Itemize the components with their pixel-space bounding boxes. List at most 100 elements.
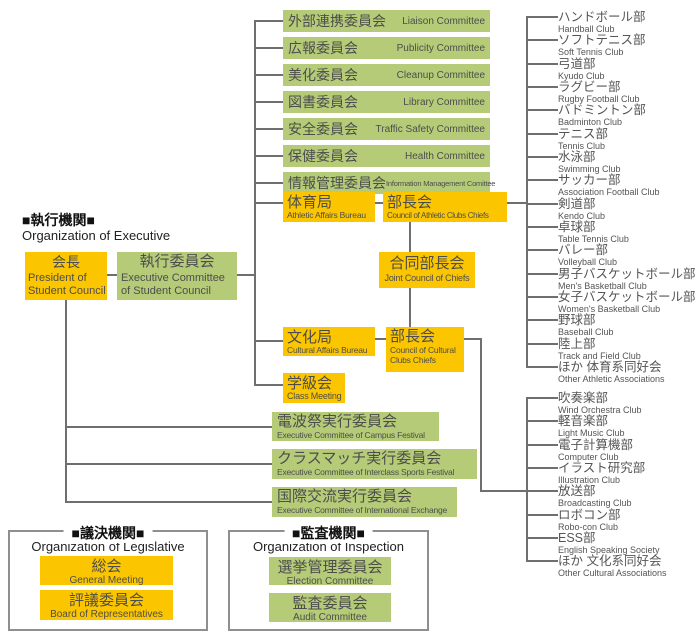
connector — [527, 514, 558, 516]
connector — [527, 179, 558, 181]
club-en: Association Football Club — [558, 187, 660, 197]
committee-jp: 広報委員会 — [288, 40, 358, 56]
committee-en: Library Committee — [403, 96, 485, 108]
club-jp: 陸上部 — [558, 337, 596, 351]
connector — [527, 226, 558, 228]
committee-en: Health Committee — [404, 150, 485, 162]
connector — [527, 109, 558, 111]
connector — [526, 397, 528, 562]
club-jp: ソフトテニス部 — [558, 33, 646, 47]
athletic-bureau-jp: 体育局 — [287, 194, 333, 211]
committee-box: 広報委員会 Publicity Committee — [283, 37, 490, 59]
connector — [255, 74, 283, 76]
joint-chiefs-jp: 合同部長会 — [389, 255, 465, 272]
committee-jp: 外部連携委員会 — [288, 13, 386, 29]
org-box-jp: 評議委員会 — [68, 592, 144, 609]
inspection-section: ■監査機関■ Organization of Inspection 選挙管理委員… — [228, 523, 429, 631]
connector — [527, 490, 558, 492]
festival-committee-en: Executive Committee of International Exc… — [277, 505, 448, 515]
athletic-bureau-box: 体育局 Athletic Affairs Bureau — [283, 192, 375, 222]
committee-box: 図書委員会 Library Committee — [283, 91, 490, 113]
club-jp: 水泳部 — [558, 150, 596, 164]
connector — [237, 274, 255, 276]
executive-title-jp: ■執行機関■ — [22, 212, 95, 228]
club-en: Robo-con Club — [558, 522, 619, 532]
connector — [527, 296, 558, 298]
connector — [107, 274, 117, 276]
club-en: Computer Club — [558, 452, 619, 462]
connector — [375, 338, 386, 340]
connector — [66, 463, 272, 465]
org-box-jp: 選挙管理委員会 — [277, 559, 383, 576]
club-jp: 放送部 — [558, 484, 596, 498]
club-jp: 電子計算機部 — [558, 438, 634, 452]
committee-jp: 図書委員会 — [288, 94, 358, 110]
org-box-en: Board of Representatives — [50, 609, 163, 620]
cultural-bureau-en: Cultural Affairs Bureau — [287, 345, 368, 355]
committee-en: Publicity Committee — [396, 42, 485, 54]
club-jp: 男子バスケットボール部 — [558, 267, 696, 281]
committee-en: Information Management Comittee — [386, 178, 496, 188]
athletic-chiefs-en: Council of Athletic Clubs Chiefs — [387, 211, 489, 220]
inspection-title-jp: ■監査機関■ — [284, 523, 373, 543]
club-jp: バレー部 — [558, 243, 609, 257]
connector — [527, 560, 558, 562]
connector — [255, 47, 283, 49]
connector — [254, 20, 256, 386]
club-jp: ほか 体育系同好会 — [558, 360, 662, 374]
cultural-bureau-jp: 文化局 — [287, 329, 333, 346]
connector — [527, 249, 558, 251]
class-meeting-box: 学級会 Class Meeting — [283, 373, 345, 403]
executive-section-header: ■執行機関■ Organization of Executive — [22, 212, 170, 243]
connector — [464, 338, 481, 340]
connector — [527, 467, 558, 469]
club-en: English Speaking Society — [558, 545, 660, 555]
club-en: Volleyball Club — [558, 257, 618, 267]
executive-title-en: Organization of Executive — [22, 228, 171, 243]
athletic-chiefs-box: 部長会 Council of Athletic Clubs Chiefs — [383, 192, 507, 222]
connector — [480, 490, 556, 492]
club-jp: テニス部 — [558, 127, 609, 141]
executive-committee-jp: 執行委員会 — [139, 253, 215, 270]
club-en: Kyudo Club — [558, 71, 605, 81]
club-en: Swimming Club — [558, 164, 621, 174]
connector — [255, 182, 283, 184]
joint-chiefs-box: 合同部長会 Joint Council of Chiefs — [379, 252, 475, 288]
club-jp: サッカー部 — [558, 173, 621, 187]
cultural-chiefs-jp: 部長会 — [390, 328, 436, 345]
president-box: 会長 President of Student Council — [25, 252, 107, 300]
connector — [527, 444, 558, 446]
connector — [255, 384, 283, 386]
festival-committee-en: Executive Committee of Campus Festival — [277, 430, 425, 440]
connector — [480, 338, 482, 492]
cultural-chiefs-en: Council of Cultural Clubs Chiefs — [390, 345, 456, 365]
club-en: Men's Basketball Club — [558, 281, 647, 291]
connector — [527, 39, 558, 41]
org-box-jp: 監査委員会 — [292, 595, 368, 612]
committee-en: Cleanup Committee — [396, 69, 485, 81]
